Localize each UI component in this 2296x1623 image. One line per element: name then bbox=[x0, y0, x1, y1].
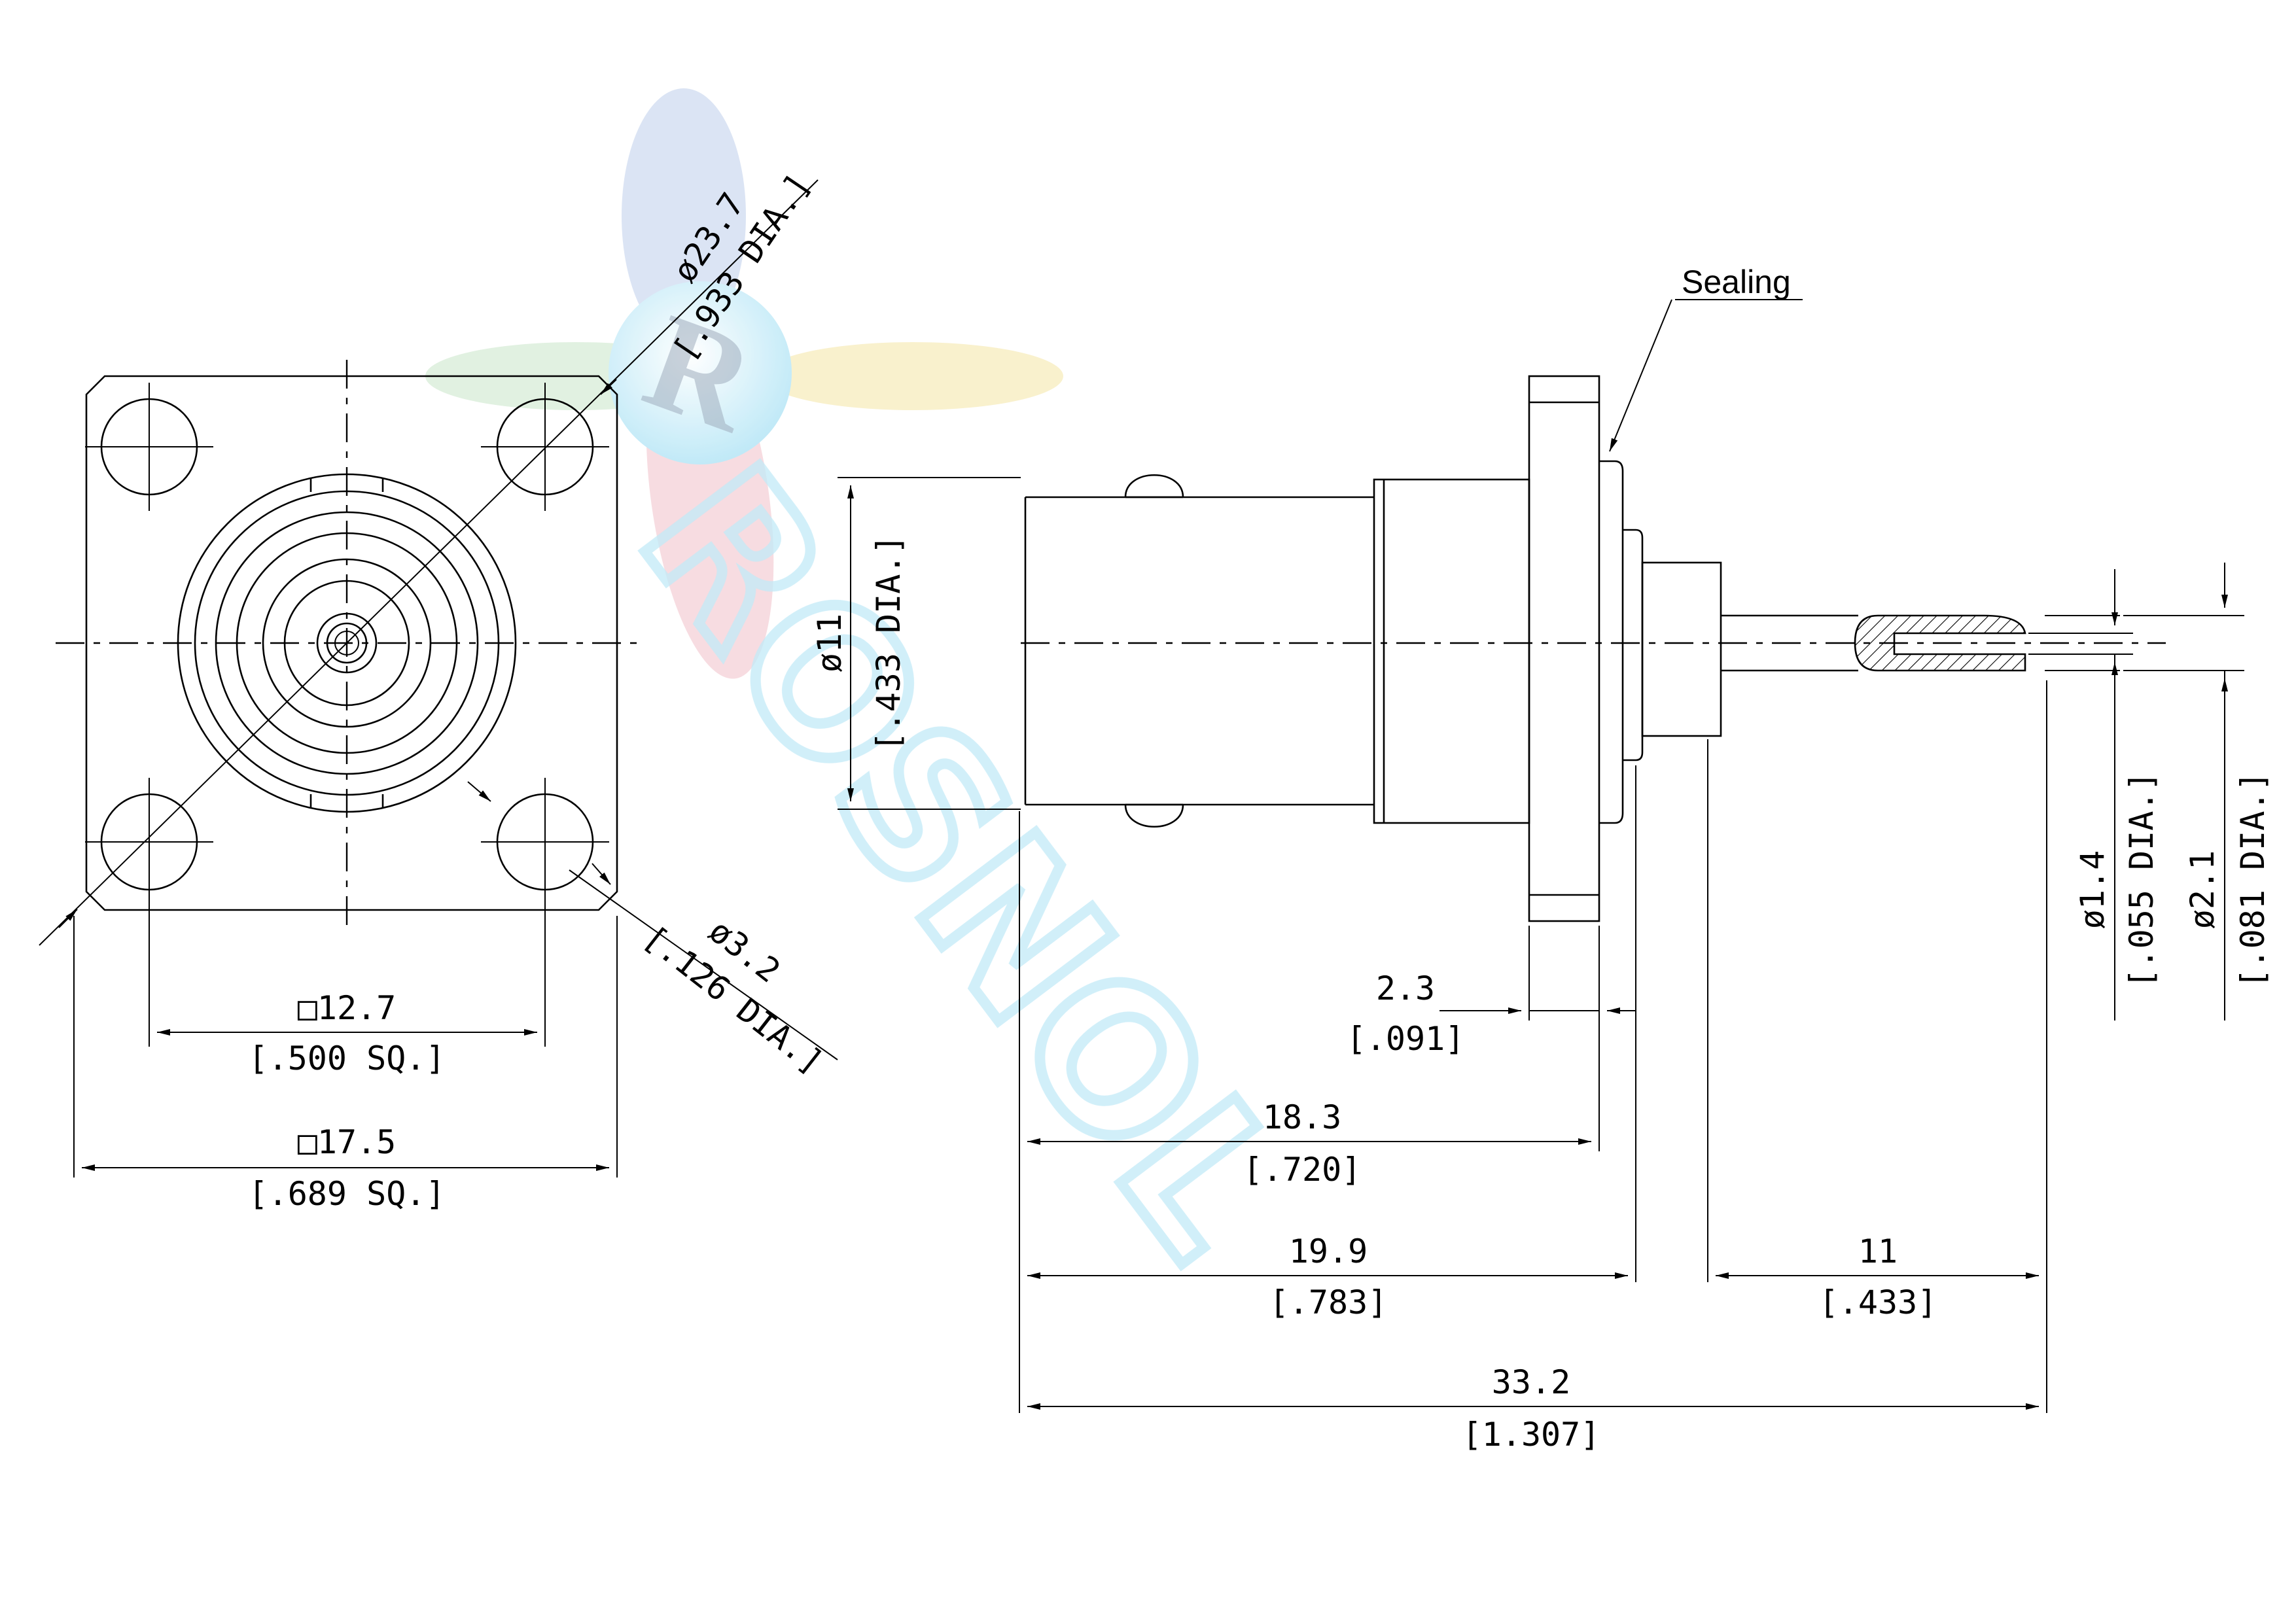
rear-length-dim-mm: 11 bbox=[1858, 1232, 1898, 1270]
front-length-seal-dim-mm: 19.9 bbox=[1289, 1232, 1368, 1270]
pin-inner-dia-dim-mm: ø1.4 bbox=[2074, 850, 2111, 929]
body-circles bbox=[177, 473, 517, 813]
flange-outline bbox=[85, 375, 618, 911]
front-length-dim-mm: 18.3 bbox=[1263, 1098, 1341, 1136]
watermark-brand-text: ROSNOL bbox=[597, 428, 1330, 1297]
hole-spacing-dim-mm: □12.7 bbox=[298, 989, 397, 1027]
flange-thickness-dim-mm: 2.3 bbox=[1376, 969, 1435, 1007]
front-length-dim-inch: [.720] bbox=[1243, 1151, 1362, 1189]
body-dia-dim-mm: ø11 bbox=[811, 614, 849, 672]
flange-side bbox=[1528, 375, 1600, 922]
body-dia-dimension: ø11 [.433 DIA.] bbox=[811, 477, 1021, 810]
rear-length-dim-inch: [.433] bbox=[1819, 1283, 1937, 1321]
front-body bbox=[1024, 474, 1374, 828]
front-length-seal-dimension: 19.9 [.783] bbox=[1027, 1232, 1628, 1321]
overall-length-dim-mm: 33.2 bbox=[1492, 1363, 1570, 1401]
flange-thickness-dim-inch: [.091] bbox=[1347, 1020, 1465, 1058]
front-length-dimension: 18.3 [.720] bbox=[1027, 1098, 1591, 1189]
sealing-callout: Sealing bbox=[1609, 264, 1803, 452]
sealing-label: Sealing bbox=[1682, 264, 1791, 300]
pin-hatched-section bbox=[1854, 614, 2026, 672]
mount-hole-dimension: ø3.2 [.126 DIA.] bbox=[467, 781, 838, 1081]
pin-outer-dia-dim-mm: ø2.1 bbox=[2183, 850, 2221, 929]
pin-outer-dia-dim-inch: [.081 DIA.] bbox=[2234, 771, 2272, 988]
mid-body bbox=[1373, 478, 1530, 824]
pin-outer-dia-dimension: ø2.1 [.081 DIA.] bbox=[2123, 563, 2272, 1021]
side-view: Sealing ø11 [.433 DIA.] 2.3 [.091 bbox=[811, 264, 2272, 1454]
extension-lines bbox=[1019, 680, 2047, 1413]
pin-inner-dia-dimension: ø1.4 [.055 DIA.] bbox=[2028, 569, 2161, 1021]
flange-thickness-dimension: 2.3 [.091] bbox=[1347, 969, 1636, 1058]
watermark-logo: R bbox=[425, 88, 1063, 679]
rear-nut bbox=[1641, 561, 1722, 737]
flange-square-dimension: □17.5 [.689 SQ.] bbox=[73, 916, 618, 1213]
rear-pin bbox=[1721, 614, 2120, 672]
flange-square-dim-mm: □17.5 bbox=[298, 1123, 397, 1161]
front-length-seal-dim-inch: [.783] bbox=[1269, 1283, 1388, 1321]
overall-length-dim-inch: [1.307] bbox=[1462, 1416, 1600, 1454]
hole-spacing-dim-inch: [.500 SQ.] bbox=[248, 1039, 445, 1077]
overall-length-dimension: 33.2 [1.307] bbox=[1027, 1363, 2039, 1454]
hole-spacing-dimension: □12.7 [.500 SQ.] bbox=[149, 847, 546, 1077]
flange-square-dim-inch: [.689 SQ.] bbox=[248, 1175, 445, 1213]
rear-length-dimension: 11 [.433] bbox=[1716, 1232, 2039, 1321]
body-dia-dim-inch: [.433 DIA.] bbox=[870, 534, 908, 751]
pin-inner-dia-dim-inch: [.055 DIA.] bbox=[2123, 771, 2161, 988]
